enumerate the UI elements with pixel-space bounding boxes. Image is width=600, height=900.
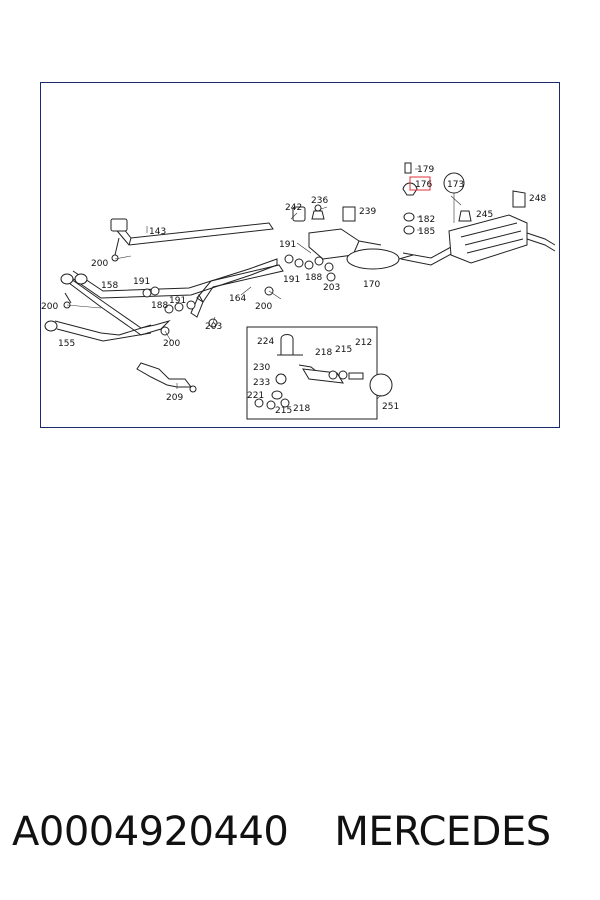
- leader-lines: [66, 168, 462, 400]
- label-236: 236: [311, 196, 328, 206]
- label-200-d: 200: [163, 339, 180, 349]
- label-173: 173: [447, 180, 464, 190]
- label-179: 179: [417, 165, 434, 175]
- label-230: 230: [253, 363, 270, 373]
- label-218-b: 218: [293, 404, 310, 414]
- label-200-a: 200: [91, 259, 108, 269]
- label-203-b: 203: [205, 322, 222, 332]
- label-200-b: 200: [41, 302, 58, 312]
- label-218-a: 218: [315, 348, 332, 358]
- label-191-c: 191: [133, 277, 150, 287]
- label-233: 233: [253, 378, 270, 388]
- label-224: 224: [257, 337, 274, 347]
- label-176: 176: [415, 180, 432, 190]
- label-188-b: 188: [151, 301, 168, 311]
- label-158: 158: [101, 281, 118, 291]
- middle-pipe-164: [190, 264, 284, 318]
- label-242: 242: [285, 203, 302, 213]
- label-245: 245: [476, 210, 493, 220]
- label-185: 185: [418, 227, 435, 237]
- label-182: 182: [418, 215, 435, 225]
- label-143: 143: [149, 227, 166, 237]
- label-215-b: 215: [275, 406, 292, 416]
- label-170: 170: [363, 280, 380, 290]
- label-200-c: 200: [255, 302, 272, 312]
- label-221: 221: [247, 391, 264, 401]
- brand-name: MERCEDES: [334, 809, 551, 855]
- exhaust-diagram-frame: 179 176 173 248 242 236 239 182 245 185 …: [40, 82, 560, 428]
- label-188-a: 188: [305, 273, 322, 283]
- label-203-a: 203: [323, 283, 340, 293]
- label-209: 209: [166, 393, 183, 403]
- exhaust-diagram: 179 176 173 248 242 236 239 182 245 185 …: [41, 162, 556, 420]
- clamp-set-191-188: [142, 254, 336, 336]
- label-191-b: 191: [283, 275, 300, 285]
- front-pipe-143: [110, 218, 274, 262]
- part-labels: 179 176 173 248 242 236 239 182 245 185 …: [41, 165, 546, 416]
- bracket-209: [136, 362, 197, 393]
- label-164: 164: [229, 294, 246, 304]
- rear-muffler-173: [400, 172, 556, 266]
- label-212: 212: [355, 338, 372, 348]
- label-191-a: 191: [279, 240, 296, 250]
- front-muffler-170: [308, 228, 414, 270]
- label-155: 155: [58, 339, 75, 349]
- label-248: 248: [529, 194, 546, 204]
- label-239: 239: [359, 207, 376, 217]
- label-191-d: 191: [169, 296, 186, 306]
- part-number: A0004920440: [12, 809, 289, 855]
- detail-box: [246, 326, 393, 420]
- hangers-top: [292, 162, 526, 235]
- label-251: 251: [382, 402, 399, 412]
- part-footer: A0004920440 MERCEDES: [12, 800, 592, 864]
- label-215-a: 215: [335, 345, 352, 355]
